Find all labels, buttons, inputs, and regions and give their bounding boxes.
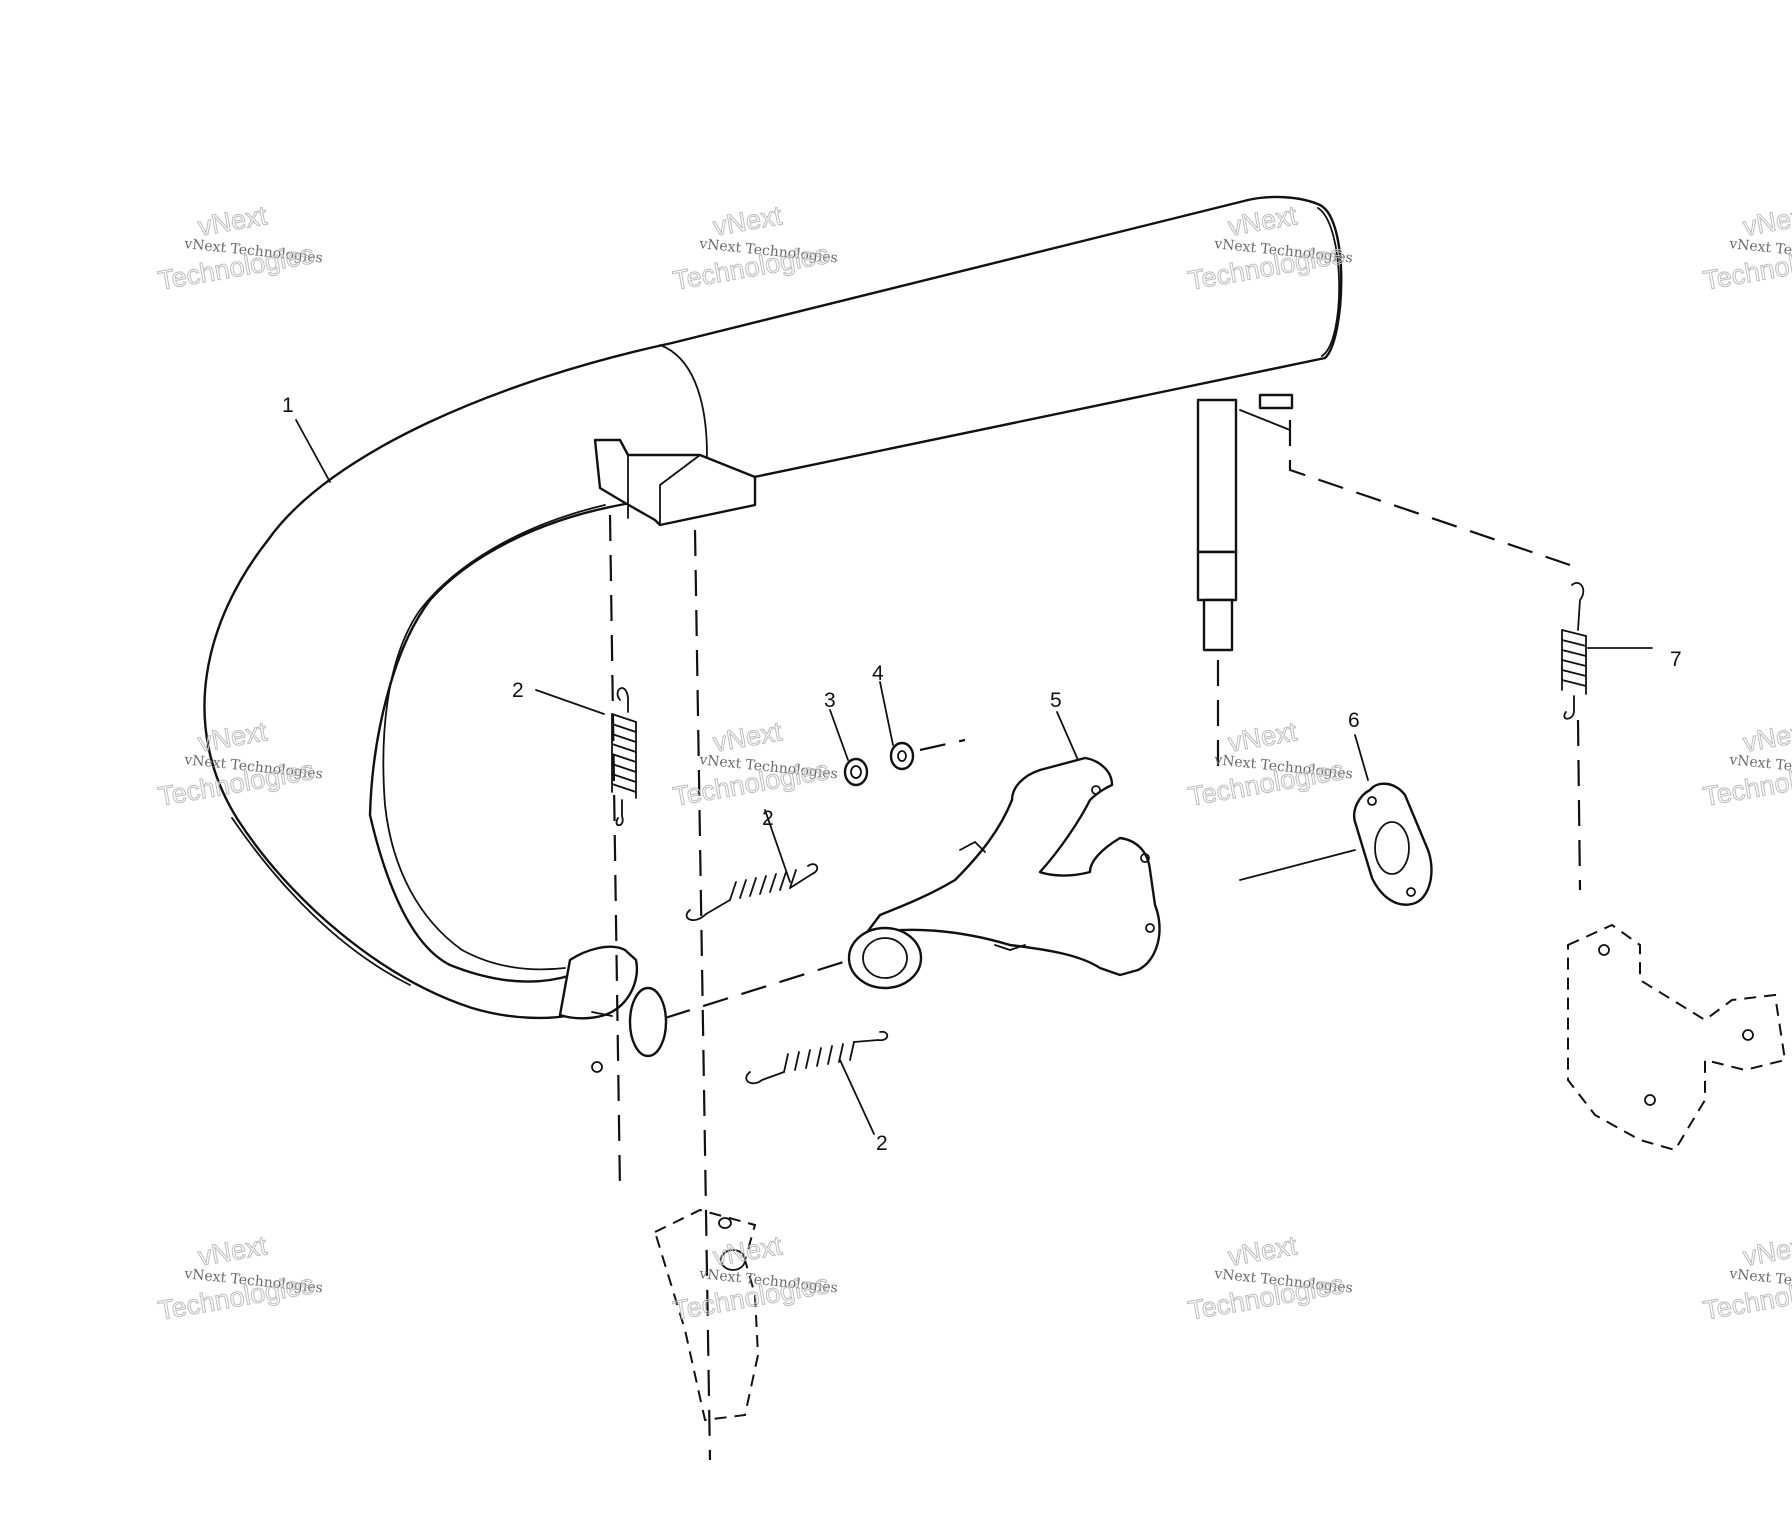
watermark-r1-c2: vNext vNext Technologies Technologies: [670, 200, 838, 297]
nut-and-washer: [843, 741, 915, 787]
watermark-r2-c3: vNext vNext Technologies Technologies: [1185, 716, 1353, 813]
watermark-r3-c3: vNext vNext Technologies Technologies: [1185, 1230, 1353, 1327]
callout-7: 7: [1670, 648, 1682, 671]
callout-2-lower: 2: [876, 1132, 888, 1155]
assembly-lines: [608, 420, 1582, 1461]
muffler-assembly: [203, 195, 1343, 1073]
watermark-r1-c1: vNext vNext Technologies Technologies: [155, 200, 323, 297]
spring-outlet: [1561, 582, 1587, 720]
callout-4: 4: [872, 662, 884, 685]
callout-1: 1: [282, 394, 294, 417]
leader-lines: [295, 419, 1653, 1135]
spring-diagonal-middle: [685, 863, 819, 922]
callout-3: 3: [824, 689, 836, 712]
svg-text:vNext: vNext: [1741, 716, 1792, 758]
watermark-r2-c4: vNext vNext Technologies Technologies: [1700, 716, 1792, 813]
callout-2-upper: 2: [512, 679, 524, 702]
watermark-r3-c2: vNext vNext Technologies Technologies: [670, 1230, 838, 1327]
watermark-r3-c4: vNext vNext Technologies Technologies: [1700, 1230, 1792, 1327]
callout-labels: 1 2 2 2 3 4 5 6 7: [282, 394, 1682, 1155]
watermarks: vNext vNext Technologies Technologies vN…: [155, 200, 1792, 1327]
spring-diagonal-lower: [745, 1030, 889, 1085]
y-pipe-manifold: [847, 756, 1161, 990]
svg-text:vNext: vNext: [1741, 1230, 1792, 1272]
svg-text:vNext: vNext: [711, 200, 785, 242]
watermark-r1-c4: vNext vNext Technologies Technologies: [1700, 200, 1792, 297]
callout-2-middle: 2: [762, 807, 774, 830]
svg-text:vNext: vNext: [711, 1230, 785, 1272]
svg-text:vNext: vNext: [1741, 200, 1792, 242]
callout-5: 5: [1050, 689, 1062, 712]
svg-text:vNext: vNext: [1226, 716, 1300, 758]
svg-text:vNext: vNext: [196, 200, 270, 242]
svg-text:vNext: vNext: [196, 1230, 270, 1272]
watermark-r2-c2: vNext vNext Technologies Technologies: [670, 716, 838, 813]
svg-text:vNext: vNext: [711, 716, 785, 758]
callout-6: 6: [1348, 709, 1360, 732]
svg-text:vNext: vNext: [1226, 1230, 1300, 1272]
spring-vertical: [611, 687, 637, 827]
lower-mount-bracket: [653, 1208, 760, 1422]
rear-mount-bracket: [1567, 923, 1787, 1152]
gasket: [1353, 782, 1433, 906]
watermark-r3-c1: vNext vNext Technologies Technologies: [155, 1230, 323, 1327]
